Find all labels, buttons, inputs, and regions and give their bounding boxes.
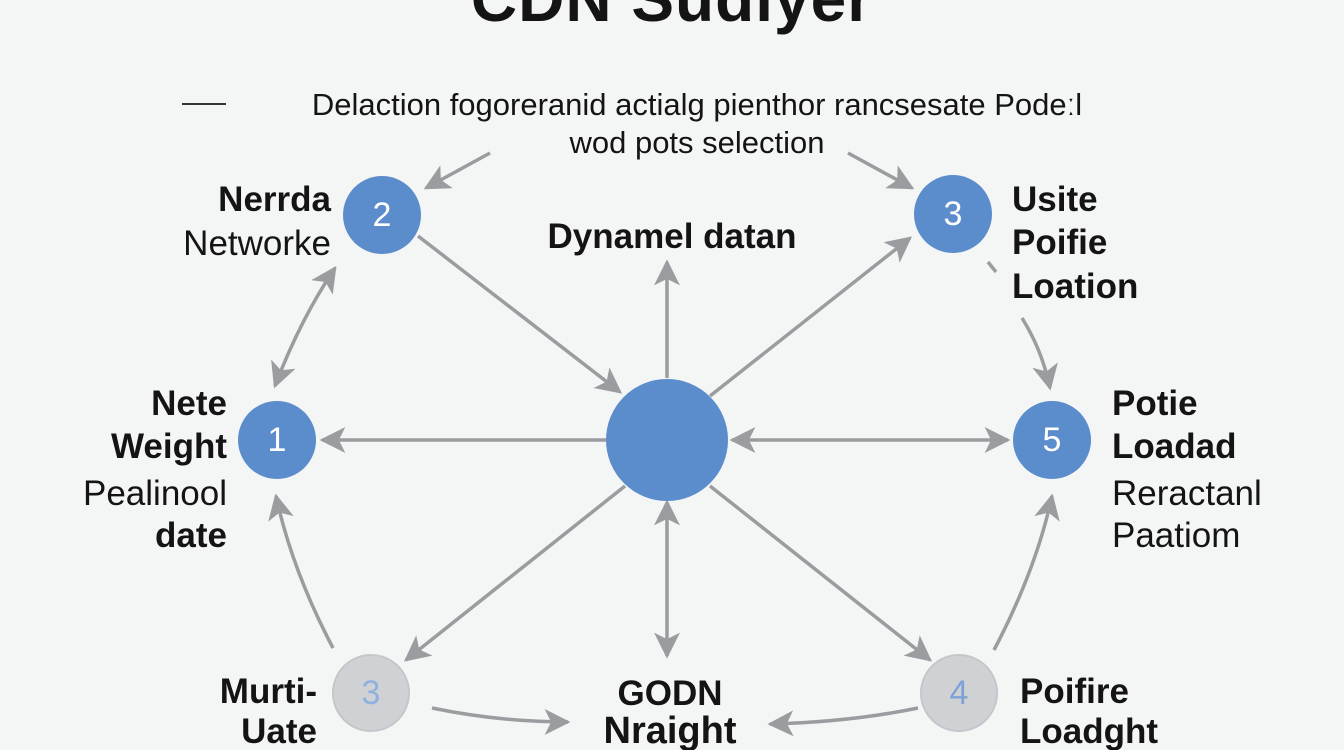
node-2-label-bold: Nerrda <box>218 180 331 219</box>
node-1-label-bold-line-1: Nete <box>151 384 227 423</box>
node-2: 2 <box>343 176 421 254</box>
arrow-bl-to-1 <box>268 493 335 649</box>
subtitle-dash <box>182 103 226 105</box>
arrow-br-to-5 <box>992 493 1060 651</box>
node-5-label-line-1: Reractanl <box>1112 474 1262 513</box>
node-bottom-right-label-line-2: Loadght <box>1020 712 1159 750</box>
top-node-label: Dynamel datan <box>547 217 797 256</box>
node-2-label: Networke <box>183 224 331 263</box>
node-5-label-bold-line-2: Loadad <box>1112 427 1237 466</box>
node-5: 5 <box>1013 401 1091 479</box>
node-1-label-line-2: date <box>155 516 227 555</box>
arrow-center-to-bl <box>403 484 627 662</box>
subtitle-line-1: Delaction fogoreranid actialg pienthor r… <box>311 87 1083 122</box>
bottom-node-label-line-1: GODN <box>617 674 723 713</box>
bottom-node-label-line-2: Nraight <box>603 710 737 750</box>
arrow-br-to-bottom <box>767 706 919 737</box>
arrow-2-to-1 <box>271 265 337 389</box>
node-3-label-line-3: Loation <box>1012 267 1139 306</box>
arrow-center-to-br <box>708 484 933 662</box>
diagram-title: CDN Sudlyer <box>0 0 1344 34</box>
node-3: 3 <box>914 175 992 253</box>
node-1: 1 <box>238 401 316 479</box>
node-1-label-line-1: Pealinool <box>83 474 227 513</box>
center-hub-node <box>606 379 728 501</box>
arrow-bl-to-bottom <box>431 706 571 735</box>
node-1-label-bold-line-2: Weight <box>110 427 227 466</box>
node-bottom-right: 4 <box>920 654 998 732</box>
node-bottom-left-label-line-1: Murti- <box>219 672 317 711</box>
arrow-3-tick <box>986 260 998 274</box>
arrow-subtitle-to-2 <box>423 151 491 190</box>
arrow-subtitle-to-3 <box>847 151 915 190</box>
node-bottom-left: 3 <box>332 654 410 732</box>
arrow-3-to-5 <box>1020 317 1058 391</box>
node-3-label-line-2: Poifie <box>1012 223 1108 262</box>
node-3-label-line-1: Usite <box>1012 180 1098 219</box>
arrow-center-to-3 <box>708 236 913 398</box>
node-5-label-bold-line-1: Potie <box>1112 384 1198 423</box>
arrow-2-to-center <box>416 234 623 394</box>
node-bottom-left-label-line-2: Uate <box>241 712 317 750</box>
subtitle-line-2: wod pots selection <box>569 125 825 160</box>
node-5-label-line-2: Paatiom <box>1112 516 1241 555</box>
node-bottom-right-label-line-1: Poifire <box>1020 672 1129 711</box>
diagram-subtitle: Delaction fogoreranid actialg pienthor r… <box>237 86 1157 162</box>
